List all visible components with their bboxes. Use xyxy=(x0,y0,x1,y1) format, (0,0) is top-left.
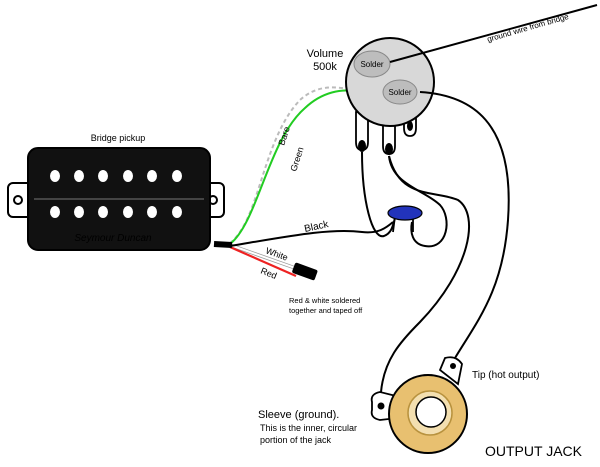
pole-piece xyxy=(98,170,108,182)
jumper-wire xyxy=(361,151,396,238)
output-wire xyxy=(388,155,448,248)
bare-label: Bare xyxy=(276,125,291,146)
ground-wire xyxy=(389,4,598,63)
sleeve-label-line1: Sleeve (ground). xyxy=(258,409,339,421)
pot-wiring xyxy=(361,91,510,393)
pole-piece xyxy=(123,170,133,182)
jack-sleeve-hole xyxy=(377,402,385,410)
volume-label-line2: 500k xyxy=(313,61,337,73)
capacitor xyxy=(387,205,423,233)
pole-piece xyxy=(74,206,84,218)
solder-right-label: Solder xyxy=(388,88,411,97)
pole-piece xyxy=(172,170,182,182)
white-wire-core xyxy=(229,244,299,270)
pole-pieces-top xyxy=(50,170,182,182)
pole-piece xyxy=(74,170,84,182)
pole-piece xyxy=(172,206,182,218)
jack-center-hole xyxy=(415,396,447,428)
red-white-note-line2: together and taped off xyxy=(289,306,363,315)
pole-pieces-bottom xyxy=(50,206,182,218)
pole-piece xyxy=(50,206,60,218)
bridge-pickup: Seymour Duncan xyxy=(7,147,225,251)
sleeve-label-line3: portion of the jack xyxy=(260,435,332,445)
pole-piece xyxy=(123,206,133,218)
pickup-leads xyxy=(213,86,394,278)
pot-to-jack-tip-wire xyxy=(419,91,510,359)
output-jack-label: OUTPUT JACK xyxy=(485,443,583,459)
pot-lug-right-hole xyxy=(407,121,413,131)
output-jack xyxy=(370,356,468,454)
jack-tip-lug xyxy=(438,356,463,386)
tip-label: Tip (hot output) xyxy=(472,370,539,381)
sleeve-label-line2: This is the inner, circular xyxy=(260,423,357,433)
red-wire xyxy=(229,245,297,278)
pot-lug-middle-hole xyxy=(385,143,393,155)
volume-pot xyxy=(345,37,435,155)
volume-label-line1: Volume xyxy=(307,48,344,60)
black-wire xyxy=(229,221,394,247)
pickup-cable xyxy=(213,241,233,248)
solder-top-label: Solder xyxy=(360,60,383,69)
solder-pad-right xyxy=(382,79,418,105)
pole-piece xyxy=(98,206,108,218)
green-label: Green xyxy=(288,146,305,173)
pot-lug-left-hole xyxy=(358,140,366,152)
ground-wire-label: ground wire from bridge xyxy=(486,12,570,44)
solder-pad-top xyxy=(353,50,391,78)
jack-tip-hole xyxy=(450,363,456,369)
pot-to-jack-sleeve-wire xyxy=(380,155,470,393)
pickup-label: Bridge pickup xyxy=(91,133,146,143)
red-white-note-line1: Red & white soldered xyxy=(289,296,360,305)
pole-piece xyxy=(50,170,60,182)
green-wire xyxy=(229,89,359,245)
taped-end xyxy=(292,262,318,281)
pickup-brand-logo: Seymour Duncan xyxy=(74,233,152,244)
pickup-left-screw-hole xyxy=(13,195,23,205)
black-label: Black xyxy=(303,219,330,235)
pole-piece xyxy=(147,170,157,182)
pole-piece xyxy=(147,206,157,218)
capacitor-body xyxy=(387,205,423,221)
